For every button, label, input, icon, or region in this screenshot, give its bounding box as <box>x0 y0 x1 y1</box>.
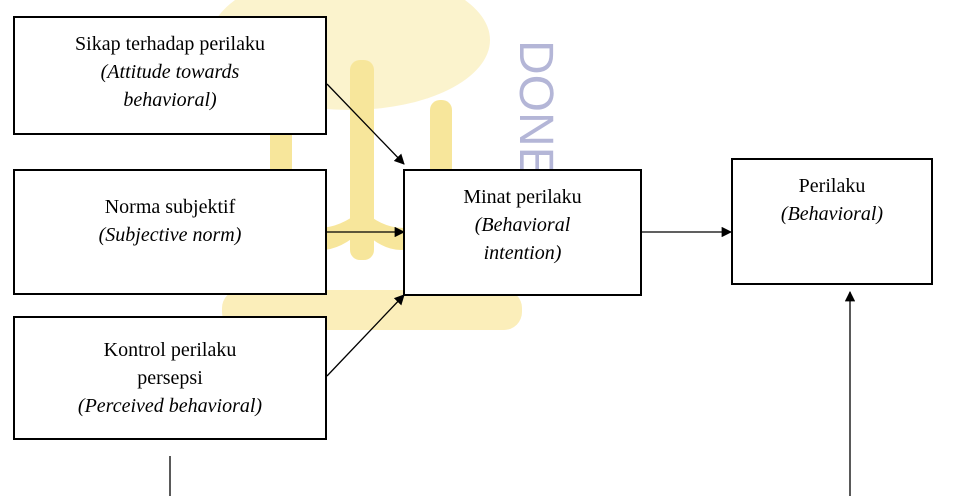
intention-box: Minat perilaku (Behavioral intention) <box>403 169 642 296</box>
control-title-2: persepsi <box>137 367 203 389</box>
control-box: Kontrol perilaku persepsi (Perceived beh… <box>13 316 327 440</box>
control-title-1: Kontrol perilaku <box>103 339 237 361</box>
arrow-control-to-intention <box>326 294 405 377</box>
behavior-title: Perilaku <box>798 175 866 197</box>
intention-title: Minat perilaku <box>463 186 582 208</box>
attitude-box: Sikap terhadap perilaku (Attitude toward… <box>13 16 327 135</box>
norm-subtitle: (Subjective norm) <box>98 224 242 246</box>
control-subtitle: (Perceived behavioral) <box>77 395 263 417</box>
attitude-title: Sikap terhadap perilaku <box>75 33 265 55</box>
attitude-subtitle-2: behavioral) <box>123 89 217 111</box>
intention-subtitle-2: intention) <box>483 242 562 264</box>
arrow-attitude-to-intention <box>326 83 405 165</box>
attitude-subtitle-1: (Attitude towards <box>100 61 240 83</box>
norm-box: Norma subjektif (Subjective norm) <box>13 169 327 295</box>
norm-title: Norma subjektif <box>104 196 236 218</box>
behavior-box: Perilaku (Behavioral) <box>731 158 933 285</box>
intention-subtitle-1: (Behavioral <box>474 214 571 236</box>
behavior-subtitle: (Behavioral) <box>780 203 884 225</box>
